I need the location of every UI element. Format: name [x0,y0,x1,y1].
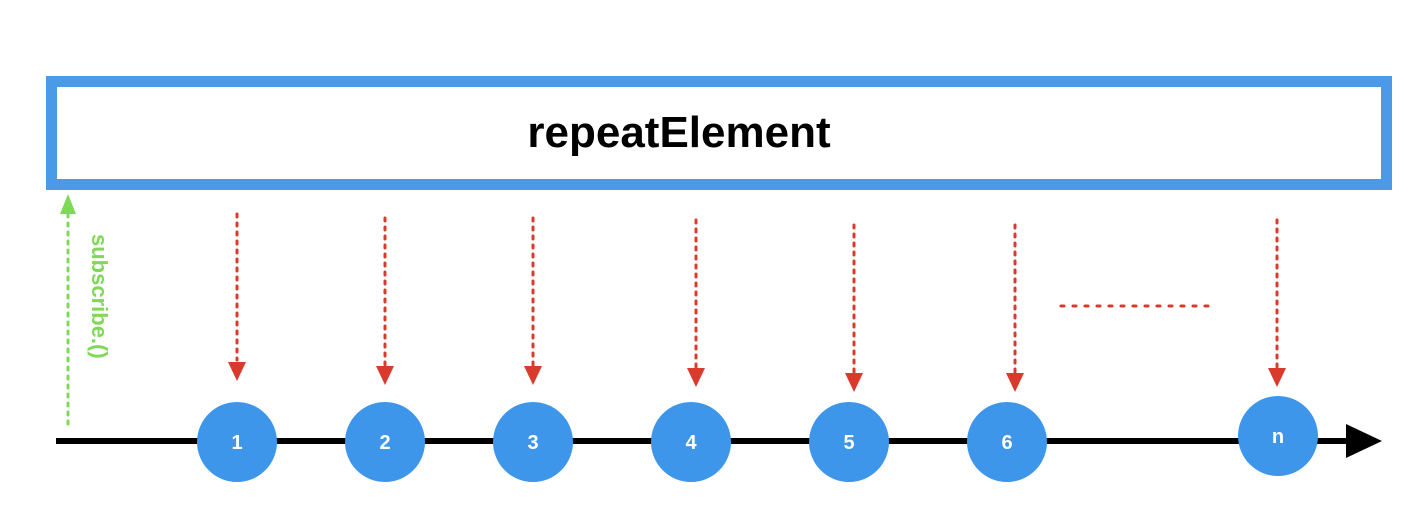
marble-label: n [1272,426,1284,448]
marble-2: 2 [345,402,425,482]
operator-label: repeatElement [527,108,831,157]
emission-arrow-n [1268,218,1286,387]
emission-arrow-5 [845,223,863,392]
marble-1: 1 [197,402,277,482]
emission-arrow-2 [376,216,394,385]
subscribe-label: subscribe.() [87,234,112,359]
emission-arrow-3 [524,216,542,385]
marble-label: 3 [527,432,538,454]
marble-label: 6 [1001,432,1012,454]
marble-label: 4 [685,432,697,454]
marble-4: 4 [651,402,731,482]
emission-arrow-1 [228,212,246,381]
marble-n: n [1238,396,1318,476]
marble-label: 2 [379,432,390,454]
marble-5: 5 [809,402,889,482]
emission-arrow-4 [687,218,705,387]
marble-3: 3 [493,402,573,482]
marble-6: 6 [967,402,1047,482]
subscribe-arrow [60,194,76,426]
marble-label: 1 [231,432,242,454]
marble-label: 5 [843,432,854,454]
operator-box: repeatElement [46,76,1392,190]
emission-arrow-6 [1006,223,1024,392]
